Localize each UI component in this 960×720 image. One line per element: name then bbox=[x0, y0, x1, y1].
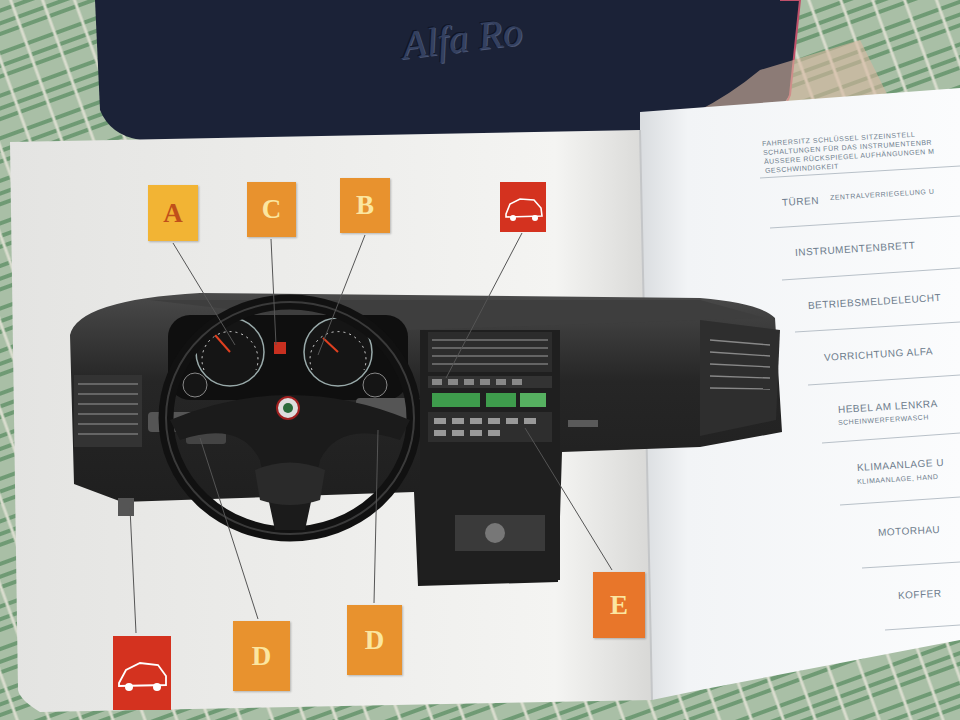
section-heading: KLIMAANLAGE, HAND bbox=[857, 473, 939, 485]
callout-letter: D bbox=[252, 643, 272, 670]
section-heading: HEBEL AM LENKRA bbox=[838, 398, 938, 415]
callout-box: C bbox=[247, 182, 296, 237]
section-heading: ZENTRALVERRIEGELUNG U bbox=[830, 188, 935, 201]
callout-letter: B bbox=[356, 192, 374, 219]
car-icon bbox=[500, 182, 546, 232]
callout-box: B bbox=[340, 178, 390, 233]
section-heading: SCHEINWERFERWASCH bbox=[838, 413, 929, 426]
car-icon bbox=[113, 636, 171, 710]
callout-letter: C bbox=[262, 196, 282, 223]
callout-letter: A bbox=[163, 200, 183, 227]
callout-box: D bbox=[347, 605, 402, 675]
embossed-logo: Alfa Ro bbox=[399, 7, 525, 68]
callout-letter: E bbox=[610, 592, 628, 619]
callout-box: E bbox=[593, 572, 645, 638]
section-heading: KOFFER bbox=[898, 588, 942, 601]
section-heading: VORRICHTUNG ALFA bbox=[824, 345, 934, 363]
section-heading: MOTORHAU bbox=[878, 524, 941, 538]
section-heading: INSTRUMENTENBRETT bbox=[795, 240, 916, 258]
section-heading: BETRIEBSMELDELEUCHT bbox=[808, 292, 942, 311]
section-heading: TÜREN bbox=[782, 195, 820, 208]
callout-box: A bbox=[148, 185, 198, 241]
callout-letter: D bbox=[365, 627, 385, 654]
section-heading: KLIMAANLAGE U bbox=[857, 457, 945, 473]
callout-box: D bbox=[233, 621, 290, 691]
